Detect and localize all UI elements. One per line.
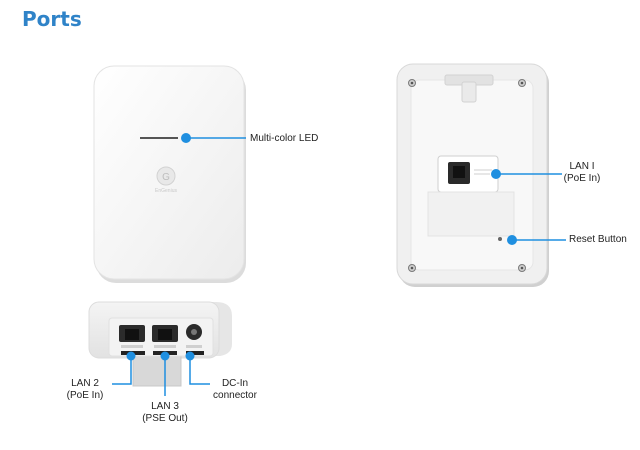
bottom-device: [88, 301, 232, 396]
dcin-label: DC-In connector: [206, 378, 264, 402]
lan2-callout-line: [112, 356, 132, 385]
reset-label: Reset Button: [569, 234, 627, 245]
lan3-label-line2: (PSE Out): [142, 413, 188, 424]
logo-icon: G EnGenius: [155, 166, 177, 194]
lan2-label: LAN 2 (PoE In): [60, 378, 110, 402]
lan1-callout-dot: [491, 169, 501, 179]
lan2-label-line1: LAN 2: [71, 378, 99, 389]
dcin-label-line2: connector: [213, 390, 257, 401]
lan1-label: LAN I (PoE In): [560, 161, 604, 185]
lan3-label-line1: LAN 3: [151, 401, 179, 412]
lan2-label-line2: (PoE In): [66, 390, 104, 401]
lan3-label: LAN 3 (PSE Out): [138, 401, 192, 425]
reset-callout-dot: [507, 235, 517, 245]
led-label: Multi-color LED: [250, 133, 319, 144]
logo-text: EnGenius: [155, 188, 177, 194]
reset-hole: [498, 237, 502, 241]
svg-text:G: G: [162, 172, 170, 183]
lan3-callout-dot: [160, 351, 170, 361]
dcin-callout-dot: [185, 351, 195, 361]
led-callout-dot: [181, 133, 191, 143]
lan1-label-line2: (PoE In): [563, 173, 601, 184]
lan1-label-line1: LAN I: [569, 161, 595, 172]
page-title: Ports: [22, 7, 82, 31]
dcin-label-line1: DC-In: [221, 378, 249, 389]
dcin-callout-line: [189, 356, 210, 385]
rear-device: [396, 63, 566, 287]
front-device: G EnGenius: [93, 65, 246, 283]
lan2-callout-dot: [126, 351, 136, 361]
